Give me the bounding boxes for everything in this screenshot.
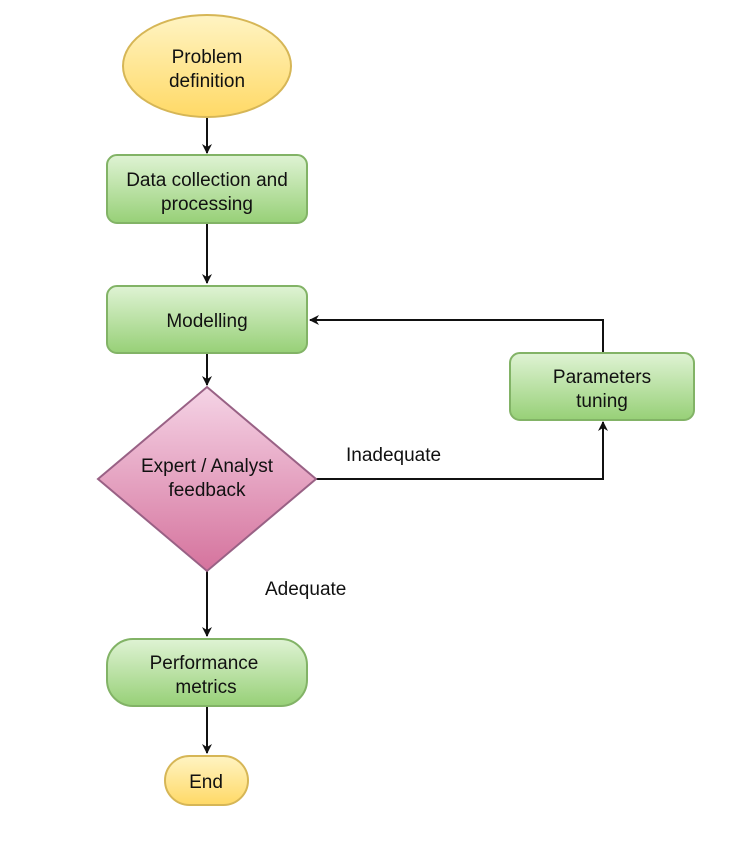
data-collection-line-2: processing: [161, 194, 253, 215]
edges: [202, 117, 608, 754]
node-expert-feedback: Expert / Analyst feedback: [96, 385, 318, 573]
expert-feedback-shape: [96, 385, 318, 573]
node-parameters-tuning: Parameters tuning: [509, 352, 695, 421]
parameters-tuning-line-2: tuning: [576, 391, 628, 412]
performance-metrics-line-2: metrics: [175, 677, 236, 698]
parameters-tuning-line-1: Parameters: [553, 367, 651, 388]
modelling-label: Modelling: [166, 311, 247, 332]
node-data-collection: Data collection and processing: [106, 154, 308, 224]
adequate-label: Adequate: [265, 579, 346, 600]
problem-definition-line-2: definition: [169, 71, 245, 92]
data-collection-line-1: Data collection and: [126, 170, 288, 191]
node-performance-metrics: Performance metrics: [106, 638, 308, 707]
expert-feedback-line-2: feedback: [168, 480, 246, 501]
problem-definition-shape: [122, 14, 292, 118]
edge-tuning-to-modelling: [309, 315, 604, 353]
performance-metrics-shape: [106, 638, 308, 707]
performance-metrics-line-1: Performance: [150, 653, 259, 674]
node-problem-definition: Problem definition: [122, 14, 292, 118]
node-end: End: [164, 755, 249, 806]
problem-definition-line-1: Problem: [172, 47, 243, 68]
node-modelling: Modelling: [106, 285, 308, 354]
modelling-shape: [106, 285, 308, 354]
data-collection-shape: [106, 154, 308, 224]
inadequate-label: Inadequate: [346, 445, 441, 466]
expert-feedback-line-1: Expert / Analyst: [141, 456, 274, 477]
edge-feedback-to-tuning: [316, 421, 608, 480]
parameters-tuning-shape: [509, 352, 695, 421]
end-label: End: [189, 772, 223, 793]
end-shape: [164, 755, 249, 806]
